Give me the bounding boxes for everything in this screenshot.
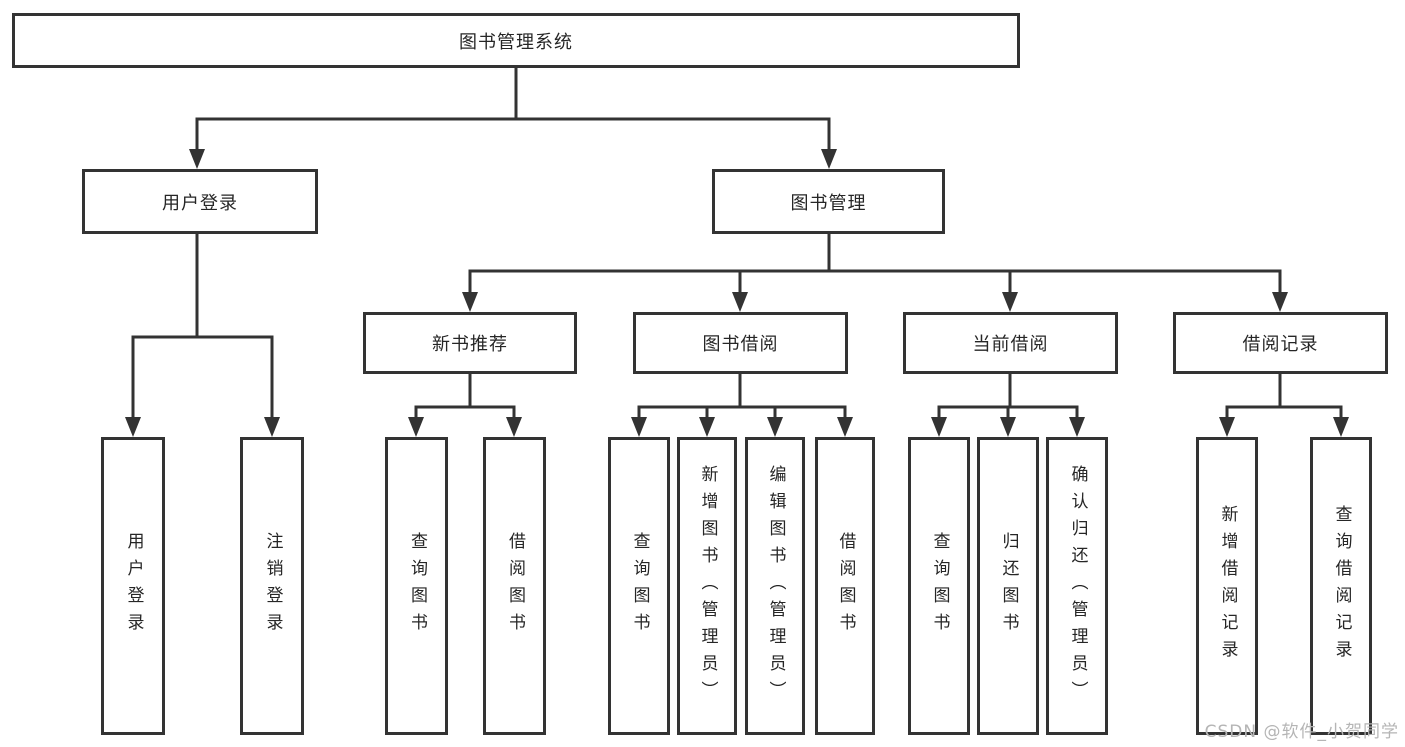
leaf-recommend-borrow-book-label: 借阅图书 <box>505 532 525 640</box>
node-book-borrow-label: 图书借阅 <box>702 334 779 355</box>
node-book-management: 图书管理 <box>712 169 945 234</box>
leaf-logout: 注销登录 <box>240 437 304 735</box>
node-book-management-label: 图书管理 <box>790 192 867 214</box>
leaf-edit-book-admin-label: 编辑图书（管理员） <box>765 464 786 708</box>
leaf-add-book-admin-label: 新增图书（管理员） <box>697 464 718 708</box>
node-book-borrow: 图书借阅 <box>633 312 848 374</box>
node-current-borrow-label: 当前借阅 <box>972 334 1049 355</box>
leaf-logout-label: 注销登录 <box>262 532 283 640</box>
leaf-borrow-query-book: 查询图书 <box>608 437 670 735</box>
leaf-confirm-return-admin: 确认归还（管理员） <box>1046 437 1108 735</box>
leaf-confirm-return-admin-label: 确认归还（管理员） <box>1067 464 1088 708</box>
leaf-return-book: 归还图书 <box>977 437 1039 735</box>
node-root: 图书管理系统 <box>12 13 1020 68</box>
leaf-query-borrow-record: 查询借阅记录 <box>1310 437 1372 735</box>
leaf-borrow-book-label: 借阅图书 <box>835 532 856 640</box>
leaf-add-borrow-record-label: 新增借阅记录 <box>1217 505 1238 667</box>
leaf-current-query-book-label: 查询图书 <box>929 532 950 640</box>
leaf-user-login: 用户登录 <box>101 437 165 735</box>
node-root-label: 图书管理系统 <box>459 31 573 53</box>
leaf-borrow-book: 借阅图书 <box>815 437 875 735</box>
leaf-edit-book-admin: 编辑图书（管理员） <box>745 437 805 735</box>
node-user-login: 用户登录 <box>82 169 318 234</box>
node-user-login-label: 用户登录 <box>162 192 238 214</box>
node-new-book-recommend-label: 新书推荐 <box>432 334 508 355</box>
leaf-query-borrow-record-label: 查询借阅记录 <box>1331 505 1352 667</box>
leaf-add-borrow-record: 新增借阅记录 <box>1196 437 1258 735</box>
leaf-user-login-label: 用户登录 <box>123 532 144 640</box>
leaf-add-book-admin: 新增图书（管理员） <box>677 437 737 735</box>
node-current-borrow: 当前借阅 <box>903 312 1118 374</box>
leaf-borrow-query-book-label: 查询图书 <box>629 532 650 640</box>
leaf-recommend-borrow-book: 借阅图书 <box>483 437 546 735</box>
node-new-book-recommend: 新书推荐 <box>363 312 577 374</box>
node-borrow-record: 借阅记录 <box>1173 312 1388 374</box>
node-borrow-record-label: 借阅记录 <box>1242 334 1319 355</box>
leaf-recommend-query-book: 查询图书 <box>385 437 448 735</box>
leaf-recommend-query-book-label: 查询图书 <box>407 532 427 640</box>
watermark-text: CSDN @软件_小贺同学 <box>1204 722 1399 742</box>
leaf-current-query-book: 查询图书 <box>908 437 970 735</box>
leaf-return-book-label: 归还图书 <box>998 532 1019 640</box>
